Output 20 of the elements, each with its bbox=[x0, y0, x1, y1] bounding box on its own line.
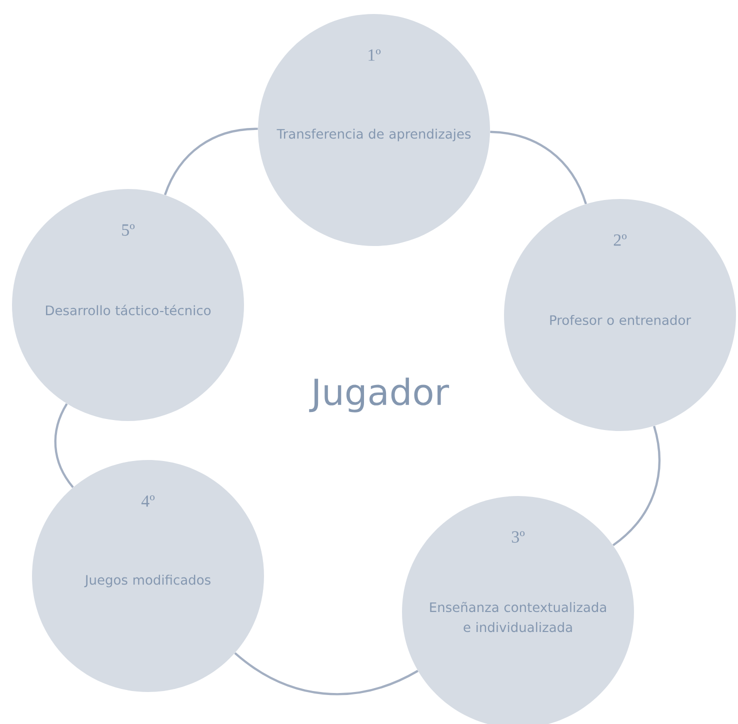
ordinal-label: 1º bbox=[368, 49, 381, 61]
ring-arc bbox=[164, 128, 258, 196]
step-text: Profesor o entrenador bbox=[550, 314, 692, 326]
ordinal-label: 2º bbox=[614, 234, 627, 246]
step-circle bbox=[258, 14, 490, 246]
ring-arc bbox=[612, 426, 660, 546]
ring-arc bbox=[54, 403, 74, 488]
step-circle bbox=[32, 460, 264, 692]
step-circle bbox=[504, 199, 736, 431]
step-text: Enseñanza contextualizada e individualizada bbox=[430, 602, 606, 632]
step-text: Desarrollo táctico-técnico bbox=[46, 304, 211, 316]
ordinal-label: 3º bbox=[512, 531, 525, 543]
step-circle bbox=[12, 189, 244, 421]
step-text: Transferencia de aprendizajes bbox=[276, 128, 471, 142]
step-text: Juegos modificados bbox=[84, 574, 210, 588]
center-label: Jugador bbox=[309, 378, 450, 412]
ring-arc bbox=[234, 652, 418, 696]
ordinal-label: 5º bbox=[122, 224, 135, 236]
ring-arc bbox=[490, 130, 587, 204]
ordinal-label: 4º bbox=[141, 495, 155, 507]
